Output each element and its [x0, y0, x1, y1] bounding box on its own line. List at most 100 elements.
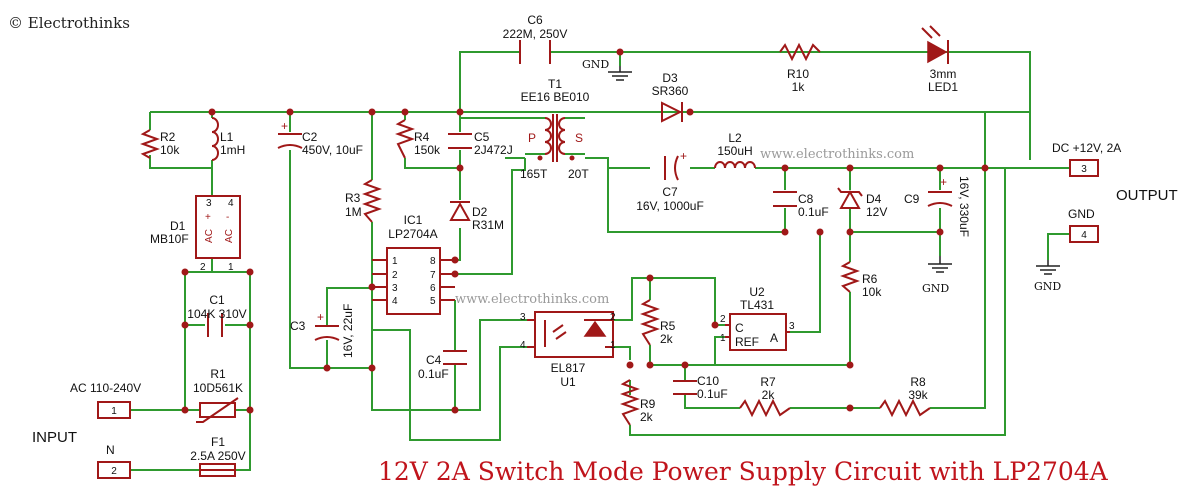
r5-resistor: [640, 299, 660, 346]
c10-value: 0.1uF: [697, 387, 728, 401]
l2-inductor: [714, 161, 756, 169]
r10-ref: R10: [787, 67, 809, 81]
r7-value: 2k: [762, 388, 776, 402]
c1-value: 104K 310V: [187, 307, 246, 321]
u2-pin-3: 3: [789, 321, 795, 332]
r6-resistor: [840, 261, 860, 293]
f1-value: 2.5A 250V: [190, 449, 245, 463]
connector-j1-label: 1: [111, 406, 117, 417]
d1-pin-4: 4: [228, 198, 234, 209]
u2-pin-1: 1: [720, 333, 726, 344]
r7-resistor: [739, 398, 791, 418]
c1-capacitor: [207, 313, 223, 337]
c9-capacitor: +: [927, 175, 953, 207]
gnd-label-3: GND: [1034, 280, 1061, 293]
ac-in-label: AC 110-240V: [70, 381, 141, 395]
r2-resistor: [140, 129, 160, 159]
d1-pin-1: 1: [228, 262, 234, 273]
r3-value: 1M: [345, 205, 362, 219]
ic1-pin-6: 6: [430, 283, 436, 294]
ic1-pin-4: 4: [392, 296, 398, 307]
u2-pin-ref-label: REF: [735, 335, 759, 349]
d3-diode: [661, 101, 683, 123]
d1-value: MB10F: [150, 232, 189, 246]
connector-j2-label: 2: [111, 466, 117, 477]
ic1-pin-3: 3: [392, 283, 398, 294]
f1-fuse: [199, 463, 236, 477]
r4-value: 150k: [414, 143, 441, 157]
c7-value: 16V, 1000uF: [636, 199, 704, 213]
u2-ref: U2: [749, 285, 765, 299]
svg-text:+: +: [680, 149, 687, 163]
r10-value: 1k: [792, 80, 806, 94]
u1-pin-4: 4: [520, 340, 526, 351]
r8-value: 39k: [908, 388, 928, 402]
r4-ref: R4: [414, 130, 430, 144]
d4-ref: D4: [866, 192, 882, 206]
page-title: 12V 2A Switch Mode Power Supply Circuit …: [378, 457, 1109, 486]
t1-value: EE16 BE010: [521, 90, 590, 104]
c8-ref: C8: [798, 192, 814, 206]
r9-value: 2k: [640, 410, 654, 424]
c9-ref: C9: [904, 192, 920, 206]
t1-secondary-mark: S: [575, 131, 583, 145]
gnd-label-1: GND: [582, 58, 609, 71]
t1-ref: T1: [548, 77, 562, 91]
watermark-1: www.electrothinks.com: [760, 147, 914, 162]
r6-value: 10k: [862, 285, 882, 299]
r9-ref: R9: [640, 397, 656, 411]
c6-capacitor: [519, 40, 551, 64]
connector-j2: 2: [97, 461, 131, 479]
d1-mark-ac1: AC: [204, 229, 215, 243]
u2-pin-a-label: A: [770, 331, 778, 345]
r5-value: 2k: [660, 332, 674, 346]
c5-capacitor: [448, 133, 472, 149]
d3-ref: D3: [662, 71, 678, 85]
ic1-pin-2: 2: [392, 270, 398, 281]
connector-j4: 4: [1069, 225, 1099, 243]
gnd-symbol-c9: [928, 256, 952, 273]
t1-p-turns: 165T: [520, 167, 548, 181]
u1-optocoupler: [527, 311, 614, 358]
watermark-2: www.electrothinks.com: [455, 292, 609, 307]
r8-ref: R8: [910, 375, 926, 389]
r3-resistor: [362, 179, 382, 223]
svg-text:+: +: [281, 119, 288, 133]
c5-ref: C5: [474, 130, 490, 144]
c10-capacitor: [673, 380, 697, 395]
gnd-out-label: GND: [1068, 207, 1095, 221]
c9-value: 16V, 330uF: [957, 176, 971, 237]
c2-value: 450V, 10uF: [302, 143, 363, 157]
l2-value: 150uH: [717, 144, 752, 158]
r4-resistor: [395, 119, 415, 159]
u2-value: TL431: [740, 298, 774, 312]
c7-capacitor: +: [664, 149, 687, 181]
r2-ref: R2: [160, 130, 176, 144]
ic1-pin-1: 1: [392, 256, 398, 267]
connector-j1: 1: [97, 401, 131, 419]
gnd-label-2: GND: [922, 282, 949, 295]
d1-pin-3: 3: [206, 198, 212, 209]
d1-ref: D1: [170, 219, 186, 233]
r1-value: 10D561K: [193, 381, 243, 395]
r1-ref: R1: [210, 367, 226, 381]
c5-value: 2J472J: [474, 143, 513, 157]
c10-ref: C10: [697, 374, 719, 388]
d1-mark-plus: +: [205, 212, 211, 223]
d2-value: R31M: [472, 218, 504, 232]
d2-ref: D2: [472, 205, 488, 219]
r1-varistor: [196, 397, 239, 423]
svg-text:+: +: [317, 310, 324, 324]
u1-pin-2: 2: [610, 312, 616, 323]
connector-j4-label: 4: [1081, 230, 1087, 241]
c7-ref: C7: [662, 185, 678, 199]
c6-value: 222M, 250V: [503, 27, 568, 41]
c1-ref: C1: [209, 293, 225, 307]
c4-capacitor: [443, 350, 467, 365]
t1-transformer: [525, 114, 585, 162]
t1-s-turns: 20T: [568, 167, 589, 181]
c2-ref: C2: [302, 130, 318, 144]
l1-inductor: [211, 117, 219, 161]
r8-resistor: [879, 398, 931, 418]
